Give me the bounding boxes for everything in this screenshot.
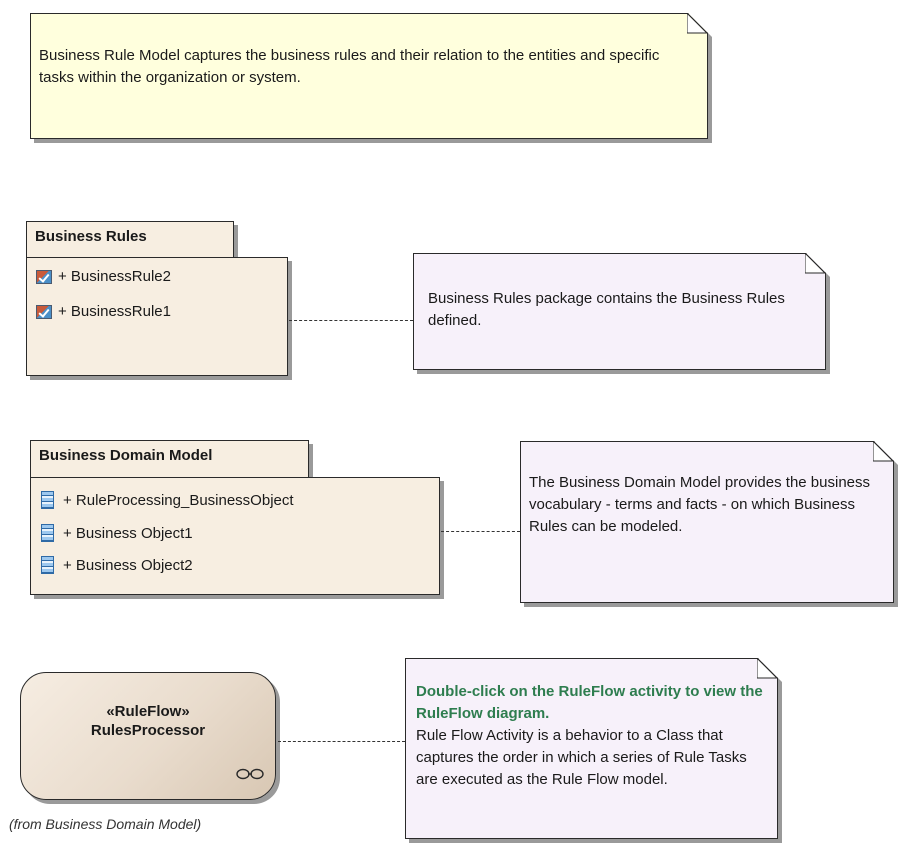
business-object-1-item[interactable]: + Business Object1 xyxy=(41,524,193,542)
activity-from-label: (from Business Domain Model) xyxy=(9,816,202,832)
note-fold-icon xyxy=(687,13,708,34)
ruleflow-note-wrap: Double-click on the RuleFlow activity to… xyxy=(405,658,778,839)
rules-processor-activity[interactable]: «RuleFlow» RulesProcessor xyxy=(20,672,276,800)
note-fold-icon xyxy=(805,253,826,274)
ruleflow-desc-text: Rule Flow Activity is a behavior to a Cl… xyxy=(416,727,747,788)
note-fold-icon xyxy=(757,658,778,679)
business-object-2-item[interactable]: + Business Object2 xyxy=(41,556,193,574)
note-fold-icon xyxy=(873,441,894,462)
business-domain-package-title: Business Domain Model xyxy=(39,447,213,464)
rule-processing-object-label: + RuleProcessing_BusinessObject xyxy=(63,491,294,509)
domain-model-note-wrap: The Business Domain Model provides the b… xyxy=(520,441,894,603)
rules-pkg-note-wrap: Business Rules package contains the Busi… xyxy=(413,253,826,370)
class-icon xyxy=(41,524,54,542)
model-intro-text: Business Rule Model captures the busines… xyxy=(39,47,660,86)
model-intro-note[interactable]: Business Rule Model captures the busines… xyxy=(30,13,708,139)
domain-note-connector xyxy=(441,531,520,532)
ruleflow-link-text[interactable]: Double-click on the RuleFlow activity to… xyxy=(416,683,763,722)
business-rule-icon xyxy=(36,269,52,284)
ruleflow-note[interactable]: Double-click on the RuleFlow activity to… xyxy=(405,658,778,839)
rules-note-connector xyxy=(289,320,413,321)
class-icon xyxy=(41,556,54,574)
rules-pkg-text: Business Rules package contains the Busi… xyxy=(428,290,785,329)
business-object-2-label: + Business Object2 xyxy=(63,556,193,574)
business-domain-package-tab[interactable]: Business Domain Model xyxy=(30,440,309,478)
rule-processing-object-item[interactable]: + RuleProcessing_BusinessObject xyxy=(41,491,294,509)
activity-stereotype: «RuleFlow» xyxy=(106,703,190,720)
business-rule-icon xyxy=(36,304,52,319)
business-rule-1-label: + BusinessRule1 xyxy=(58,303,171,320)
ruleflow-link-icon[interactable] xyxy=(235,767,265,781)
model-intro-note-wrap: Business Rule Model captures the busines… xyxy=(30,13,708,139)
business-object-1-label: + Business Object1 xyxy=(63,524,193,542)
activity-name: RulesProcessor xyxy=(90,722,206,739)
business-rule-2-label: + BusinessRule2 xyxy=(58,268,171,285)
domain-model-text: The Business Domain Model provides the b… xyxy=(529,474,871,535)
business-rules-package-title: Business Rules xyxy=(35,228,147,245)
business-rule-1-item[interactable]: + BusinessRule1 xyxy=(36,303,171,320)
domain-model-note[interactable]: The Business Domain Model provides the b… xyxy=(520,441,894,603)
rules-pkg-note[interactable]: Business Rules package contains the Busi… xyxy=(413,253,826,370)
business-rules-package[interactable]: + BusinessRule2 + BusinessRule1 xyxy=(26,257,288,376)
ruleflow-note-connector xyxy=(278,741,405,742)
business-rule-2-item[interactable]: + BusinessRule2 xyxy=(36,268,171,285)
class-icon xyxy=(41,491,54,509)
business-rules-package-tab[interactable]: Business Rules xyxy=(26,221,234,258)
business-domain-package[interactable]: + RuleProcessing_BusinessObject + Busine… xyxy=(30,477,440,595)
